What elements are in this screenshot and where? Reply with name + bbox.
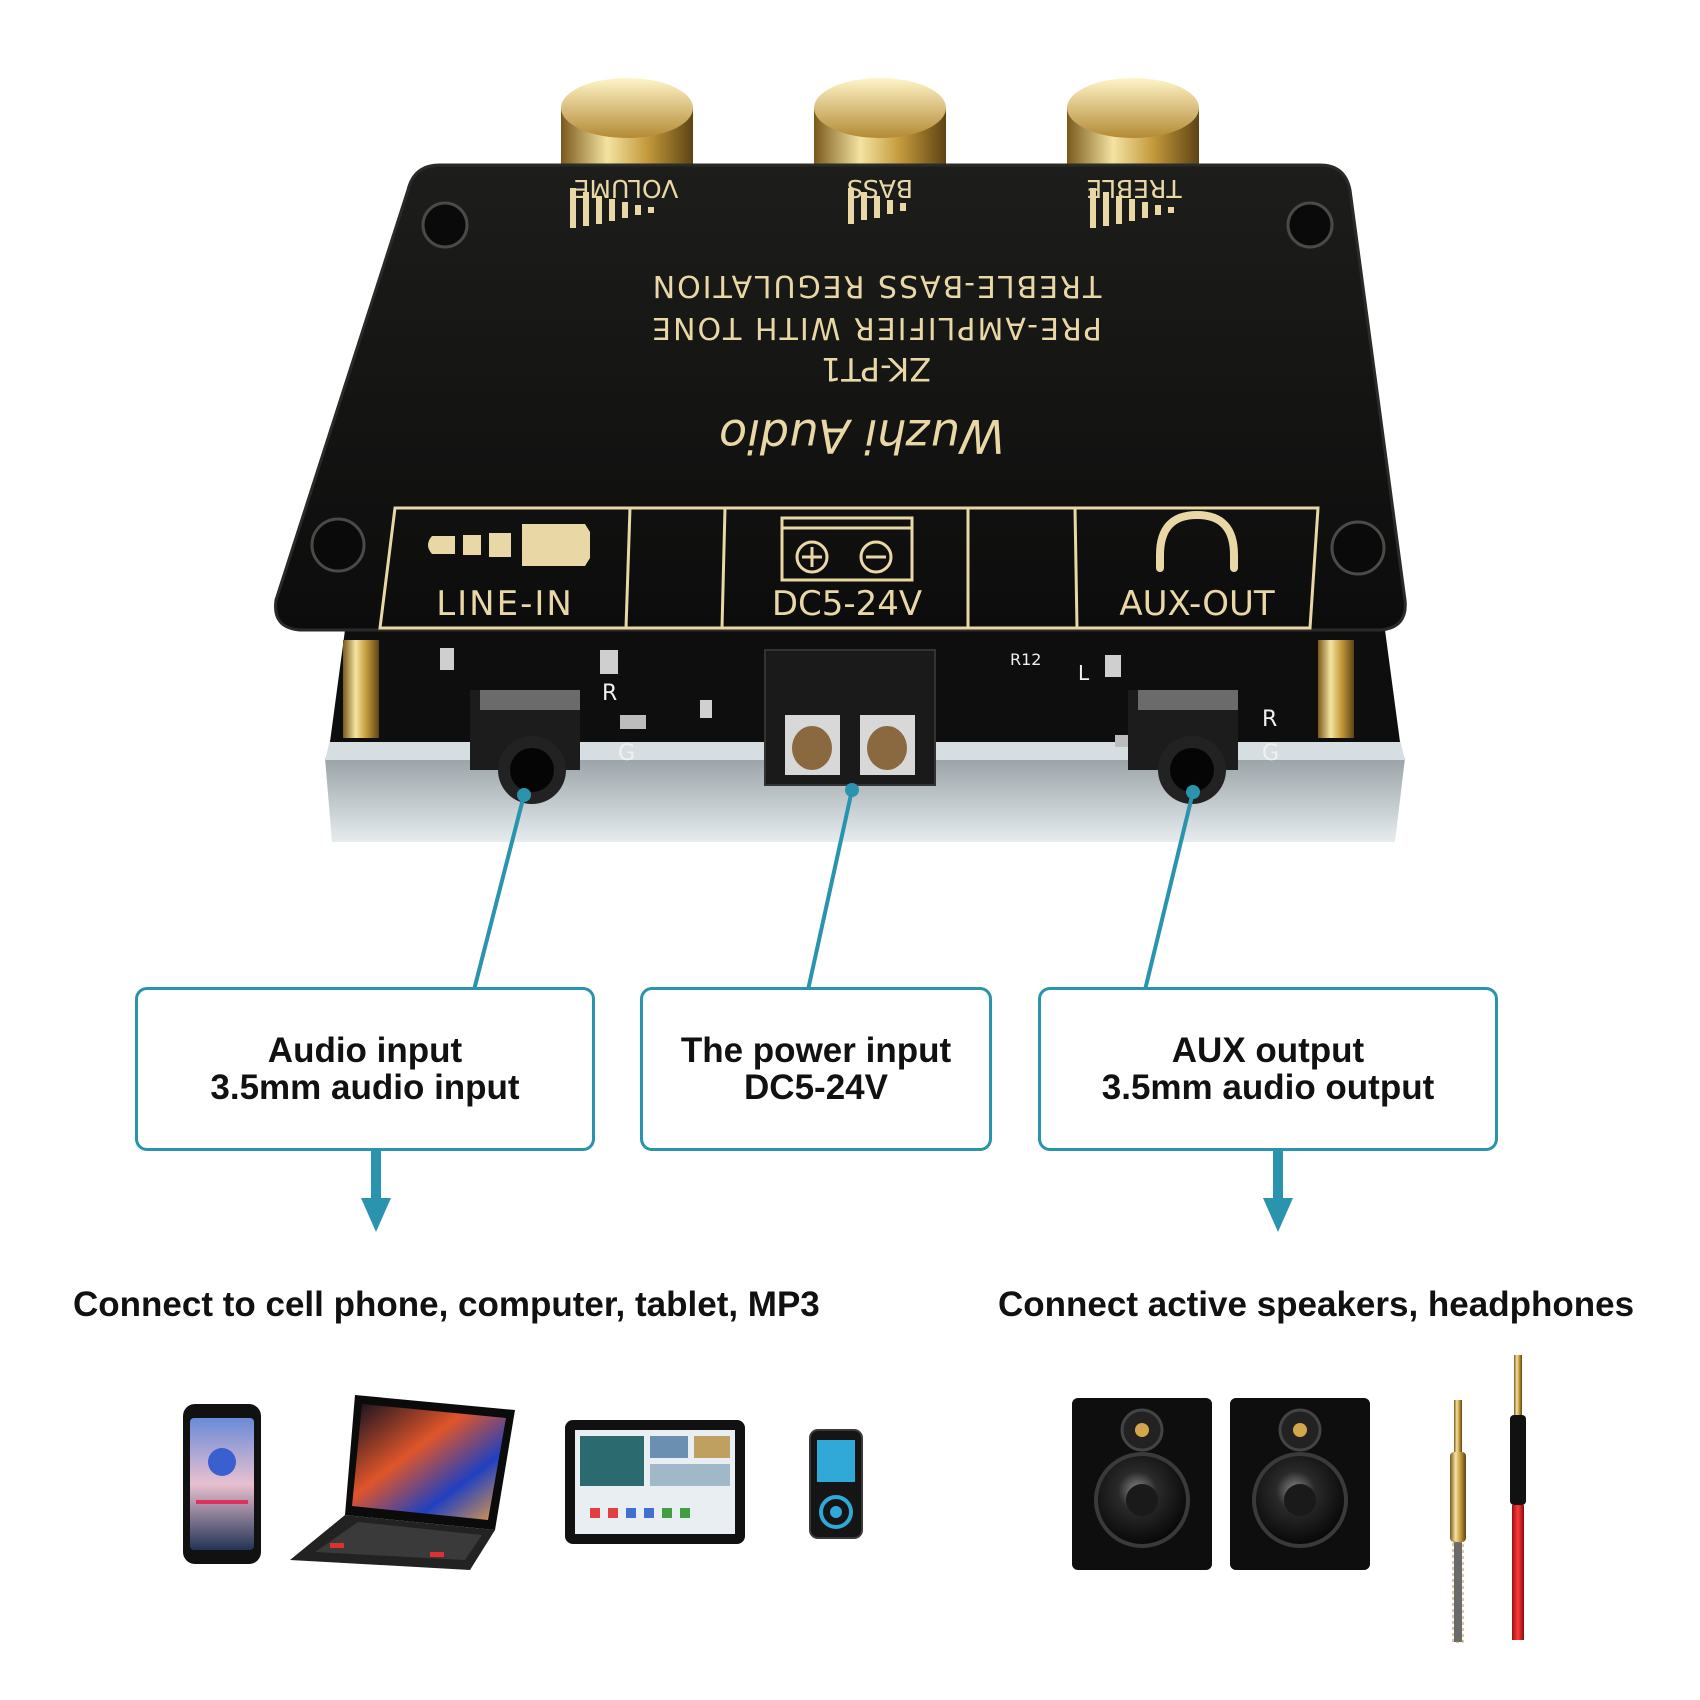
- headphones-icon: [1156, 510, 1238, 572]
- caption-output-devices: Connect active speakers, headphones: [998, 1285, 1635, 1324]
- pcb-mark-r12: R12: [1010, 650, 1041, 669]
- board-model: ZK-PT1: [821, 350, 931, 388]
- dc-terminal-icon: [780, 516, 914, 582]
- knob-volume: [561, 78, 693, 182]
- port-label-strip: [378, 506, 1320, 630]
- pcb-mark-g-left: G: [618, 741, 635, 766]
- callout-audio-input-title: Audio input: [267, 1031, 463, 1070]
- pcb-mark-r-left: R: [602, 681, 617, 706]
- board-subtitle-preamp: PRE-AMPLIFIER WITH TONE: [650, 310, 1102, 345]
- speaker-icon: [1072, 1398, 1212, 1570]
- aux-out-jack: [1128, 690, 1238, 804]
- callout-audio-input: Audio input 3.5mm audio input: [135, 987, 595, 1151]
- audio-plug-icon: [1450, 1355, 1526, 1643]
- arrow-down-left: [361, 1148, 391, 1232]
- brand-logo: Wuzhi Audio: [719, 409, 1005, 463]
- caption-input-devices: Connect to cell phone, computer, tablet,…: [73, 1285, 820, 1324]
- callout-power-input-detail: DC5-24V: [744, 1068, 888, 1107]
- line-in-jack: [470, 690, 580, 804]
- bass-level-bars: [848, 188, 906, 224]
- speaker-icon: [1230, 1398, 1370, 1570]
- pcb-mark-r-right: R: [1262, 707, 1277, 732]
- callout-power-input-title: The power input: [680, 1031, 952, 1070]
- callout-audio-input-detail: 3.5mm audio input: [210, 1068, 520, 1107]
- line-in-plug-icon: [428, 524, 590, 566]
- callout-power-input: The power input DC5-24V: [640, 987, 992, 1151]
- connector-lines: [472, 783, 1200, 991]
- laptop-icon: [290, 1395, 515, 1570]
- board-subtitle-regulation: TREBLE-BASS REGULATION: [651, 268, 1103, 303]
- port-label-aux-out: AUX-OUT: [1119, 584, 1275, 624]
- tablet-icon: [565, 1420, 745, 1544]
- callout-aux-output-detail: 3.5mm audio output: [1101, 1068, 1435, 1107]
- callout-aux-output-title: AUX output: [1171, 1031, 1365, 1070]
- knob-label-volume: VOLUME: [574, 174, 679, 203]
- pcb-mark-g-right: G: [1262, 741, 1279, 766]
- phone-icon: [183, 1404, 261, 1564]
- knob-label-treble: TREBLE: [1086, 174, 1182, 203]
- dc-terminal-block: [764, 649, 936, 786]
- callout-aux-output: AUX output 3.5mm audio output: [1038, 987, 1498, 1151]
- volume-level-bars: [570, 188, 654, 228]
- pcb-mark-l: L: [1078, 661, 1090, 685]
- arrow-down-right: [1263, 1148, 1293, 1232]
- port-label-dc: DC5-24V: [772, 584, 922, 624]
- lower-pcb: R G R G L R12: [325, 630, 1405, 842]
- treble-level-bars: [1090, 188, 1174, 228]
- port-label-line-in: LINE-IN: [436, 584, 574, 624]
- top-panel: VOLUME BASS TREBLE TREBLE-BASS RE: [274, 163, 1407, 632]
- mp3-player-icon: [809, 1429, 863, 1539]
